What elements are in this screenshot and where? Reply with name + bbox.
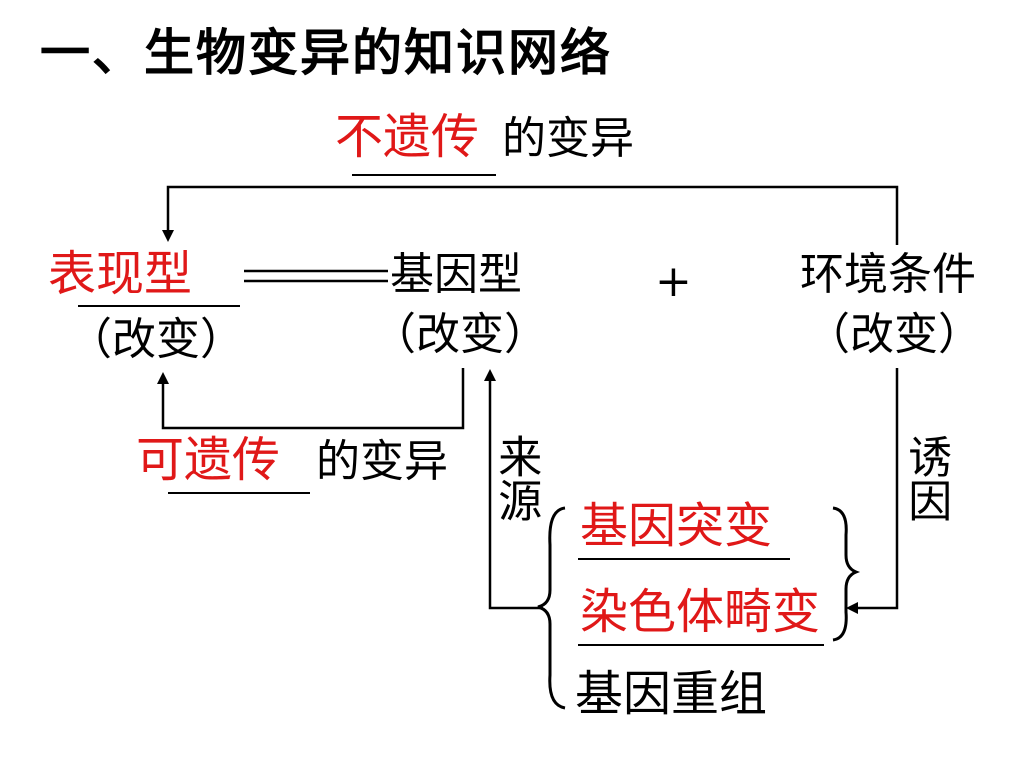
source-chromosome-aberration: 染色体畸变: [580, 584, 821, 640]
inducer-label: 诱因: [900, 434, 952, 522]
arrow-env-to-mutation: [846, 368, 899, 614]
heritable-answer: 可遗传: [136, 432, 281, 488]
source-label: 来源: [490, 434, 542, 522]
top-blank-underline: [352, 174, 496, 176]
top-blank-answer: 不遗传: [335, 109, 480, 165]
heritable-label-suffix: 的变异: [316, 436, 448, 487]
source-gene-mutation: 基因突变: [580, 498, 773, 554]
heritable-underline: [168, 492, 310, 494]
genotype-change-note: （改变）: [372, 309, 548, 360]
environment-change-note: （改变）: [806, 309, 982, 360]
arrow-env-to-phenotype: [162, 185, 899, 245]
page-title: 一、生物变异的知识网络: [40, 24, 612, 82]
plus-sign: +: [655, 256, 692, 307]
top-label-suffix: 的变异: [502, 113, 634, 164]
phenotype-answer: 表现型: [48, 246, 193, 302]
phenotype-change-note: （改变）: [68, 314, 244, 365]
right-brace: [832, 506, 861, 642]
source-chromosome-aberration-underline: [578, 644, 824, 646]
arrow-sources-to-genotype: [484, 369, 543, 610]
phenotype-underline: [78, 305, 240, 307]
source-gene-recombination: 基因重组: [575, 666, 768, 722]
source-gene-mutation-underline: [578, 558, 790, 560]
environment-label: 环境条件: [800, 249, 976, 300]
genotype-label: 基因型: [390, 249, 522, 300]
arrow-genotype-to-phenotype: [157, 368, 465, 430]
left-brace: [537, 506, 566, 710]
